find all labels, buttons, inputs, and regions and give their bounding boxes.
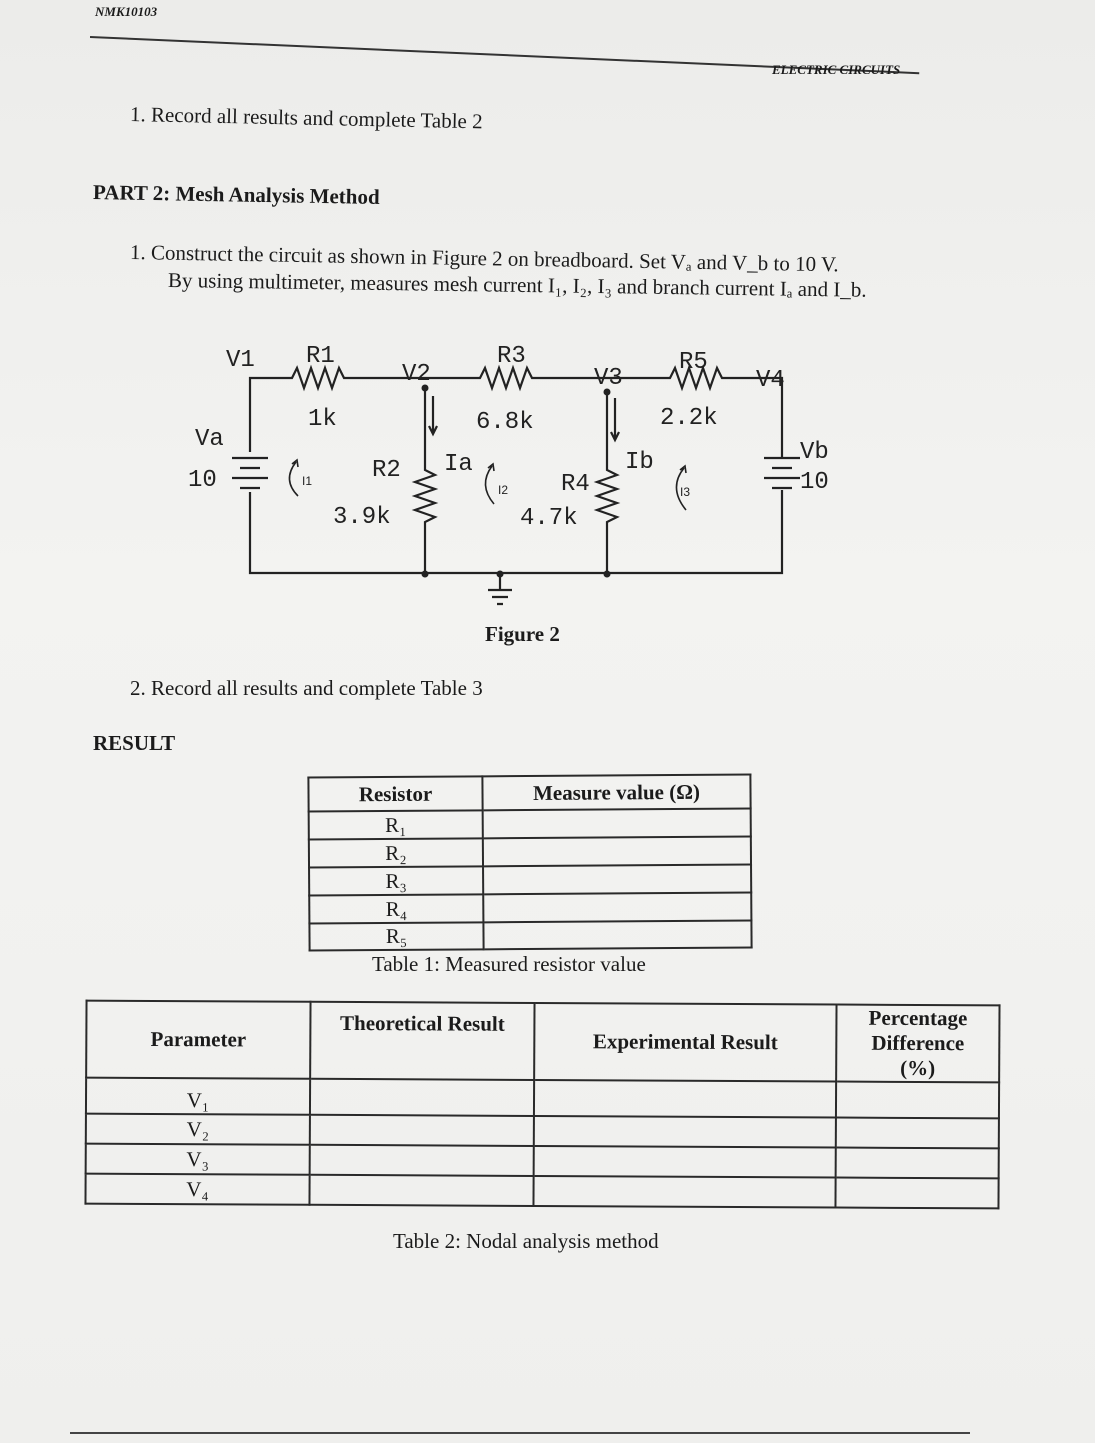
table2-header-theoretical: Theoretical Result xyxy=(310,1001,535,1080)
figure-caption: Figure 2 xyxy=(485,622,560,646)
resistor-cell: R₃ xyxy=(309,866,484,896)
table-row: R₅ xyxy=(309,920,752,951)
table1-header-resistor: Resistor xyxy=(308,776,483,812)
parameter-cell: V₁ xyxy=(85,1077,311,1115)
r2-branch xyxy=(411,388,439,573)
label-r3: R3 xyxy=(497,343,526,370)
figure-2-circuit: V1 R1 1k V2 R3 6.8k V3 R5 2.2k V4 Va 10 … xyxy=(188,343,829,606)
table1-header-measure: Measure value (Ω) xyxy=(482,774,751,811)
resistor-cell: R₄ xyxy=(309,894,484,924)
percentage-cell[interactable] xyxy=(835,1147,999,1179)
label-r1: R1 xyxy=(306,343,335,370)
table-row: R₂ xyxy=(308,836,752,868)
percentage-cell[interactable] xyxy=(835,1081,1000,1119)
table2-caption: Table 2: Nodal analysis method xyxy=(393,1229,659,1253)
ib-arrow-icon xyxy=(610,398,620,443)
label-r3-value: 6.8k xyxy=(476,409,534,436)
theoretical-cell[interactable] xyxy=(309,1174,534,1206)
footer-rule xyxy=(70,1432,970,1434)
label-v1: V1 xyxy=(226,347,255,374)
parameter-cell: V₄ xyxy=(85,1173,310,1205)
ground-symbol xyxy=(488,573,512,606)
battery-vb xyxy=(764,456,800,490)
table-row: R₃ xyxy=(309,864,752,896)
table2-header-percentage: Percentage Difference (%) xyxy=(836,1004,1000,1083)
measure-cell[interactable] xyxy=(483,920,752,950)
part2-step2: 2. Record all results and complete Table… xyxy=(130,676,483,700)
label-v3: V3 xyxy=(594,365,623,392)
experimental-cell[interactable] xyxy=(533,1115,836,1148)
mesh-i3-arrow-icon xyxy=(675,464,687,511)
parameter-cell: V₃ xyxy=(85,1143,310,1175)
theoretical-cell[interactable] xyxy=(309,1144,534,1176)
label-r2: R2 xyxy=(372,457,401,484)
measure-cell[interactable] xyxy=(483,892,752,923)
label-i1: I1 xyxy=(302,474,312,488)
experimental-cell[interactable] xyxy=(533,1175,836,1208)
measure-cell[interactable] xyxy=(482,836,752,867)
label-r4: R4 xyxy=(561,471,590,498)
resistor-cell: R₂ xyxy=(308,838,484,868)
theoretical-cell[interactable] xyxy=(309,1114,534,1146)
label-ib: Ib xyxy=(625,449,654,476)
mesh-i2-arrow-icon xyxy=(484,462,495,505)
mesh-i1-arrow-icon xyxy=(288,458,299,497)
resistor-cell: R₅ xyxy=(309,922,484,951)
experimental-cell[interactable] xyxy=(533,1079,837,1118)
label-vb: Vb xyxy=(800,439,829,466)
label-ia: Ia xyxy=(444,451,473,478)
resistor-cell: R₁ xyxy=(308,810,483,840)
parameter-cell: V₂ xyxy=(85,1113,310,1145)
table-row: V₃ xyxy=(85,1143,999,1179)
r4-branch xyxy=(593,392,621,573)
label-va-value: 10 xyxy=(188,467,217,494)
label-r2-value: 3.9k xyxy=(333,504,391,531)
label-i3: I3 xyxy=(680,485,690,499)
table-row: V₄ xyxy=(85,1173,999,1209)
bottom-wire xyxy=(248,490,784,575)
label-va: Va xyxy=(195,426,224,453)
battery-va xyxy=(232,456,268,490)
subject-title: ELECTRIC CIRCUITS xyxy=(772,62,901,77)
label-r4-value: 4.7k xyxy=(520,505,578,532)
table-row: R₁ xyxy=(308,808,751,840)
theoretical-cell[interactable] xyxy=(309,1078,535,1116)
percentage-cell[interactable] xyxy=(835,1177,999,1209)
label-v2: V2 xyxy=(402,361,431,388)
table-2: Parameter Theoretical Result Experimenta… xyxy=(84,1000,1000,1210)
course-code: NMK10103 xyxy=(95,4,158,19)
label-v4: V4 xyxy=(756,367,785,394)
table-row: R₄ xyxy=(309,892,752,924)
table-row: V₁ xyxy=(85,1077,1000,1119)
label-i2: I2 xyxy=(498,483,508,497)
table1-caption: Table 1: Measured resistor value xyxy=(372,952,646,976)
table-row: V₂ xyxy=(85,1113,999,1149)
measure-cell[interactable] xyxy=(483,864,752,895)
experimental-cell[interactable] xyxy=(533,1145,836,1178)
result-heading: RESULT xyxy=(93,731,176,755)
label-r5: R5 xyxy=(679,349,708,376)
label-vb-value: 10 xyxy=(800,469,829,496)
label-r5-value: 2.2k xyxy=(660,405,718,432)
table2-header-parameter: Parameter xyxy=(86,1000,311,1079)
table2-header-experimental: Experimental Result xyxy=(534,1002,837,1082)
top-wire xyxy=(248,364,784,458)
label-r1-value: 1k xyxy=(308,406,337,433)
ia-arrow-icon xyxy=(428,396,438,437)
percentage-cell[interactable] xyxy=(835,1117,999,1149)
measure-cell[interactable] xyxy=(482,808,751,839)
table-1: Resistor Measure value (Ω) R₁ R₂ R₃ R₄ R… xyxy=(307,773,752,951)
